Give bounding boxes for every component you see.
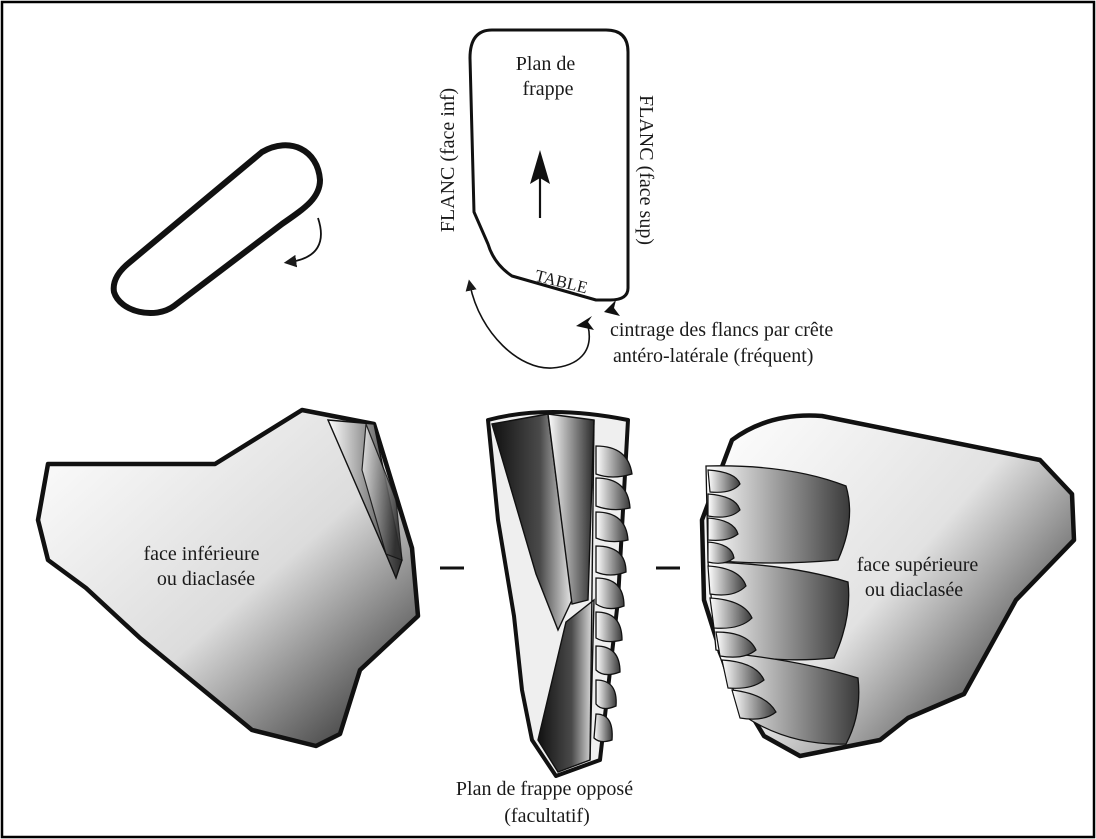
- cross-section-sketch: [114, 145, 321, 313]
- flanc-face-inf-label: FLANC (face inf): [437, 88, 459, 232]
- cintrage-arrow-left: [470, 285, 589, 368]
- flanc-face-sup-label: FLANC (face sup): [635, 95, 657, 245]
- cross-section-outline: [114, 145, 320, 313]
- cintrage-label: cintrage des flancs par crête antéro-lat…: [610, 319, 838, 367]
- striking-platform-schema: Plan de frappe FLANC (face inf) FLANC (f…: [437, 30, 838, 368]
- crest-removal-scars: [594, 446, 632, 742]
- crest-scar: [594, 714, 612, 742]
- upper-face-view: face supérieure ou diaclasée: [702, 416, 1074, 757]
- crest-scar: [596, 680, 616, 709]
- cintrage-arrowhead-right-2: [604, 300, 620, 316]
- crest-scar: [596, 646, 620, 675]
- cross-section-rotation-arrow: [290, 218, 321, 262]
- opposite-platform-caption: Plan de frappe opposé (facultatif): [456, 778, 638, 827]
- lower-face-view: face inférieure ou diaclasée: [38, 410, 418, 746]
- cintrage-arrowhead-right: [576, 316, 594, 330]
- front-view-core: Plan de frappe opposé (facultatif): [456, 412, 638, 827]
